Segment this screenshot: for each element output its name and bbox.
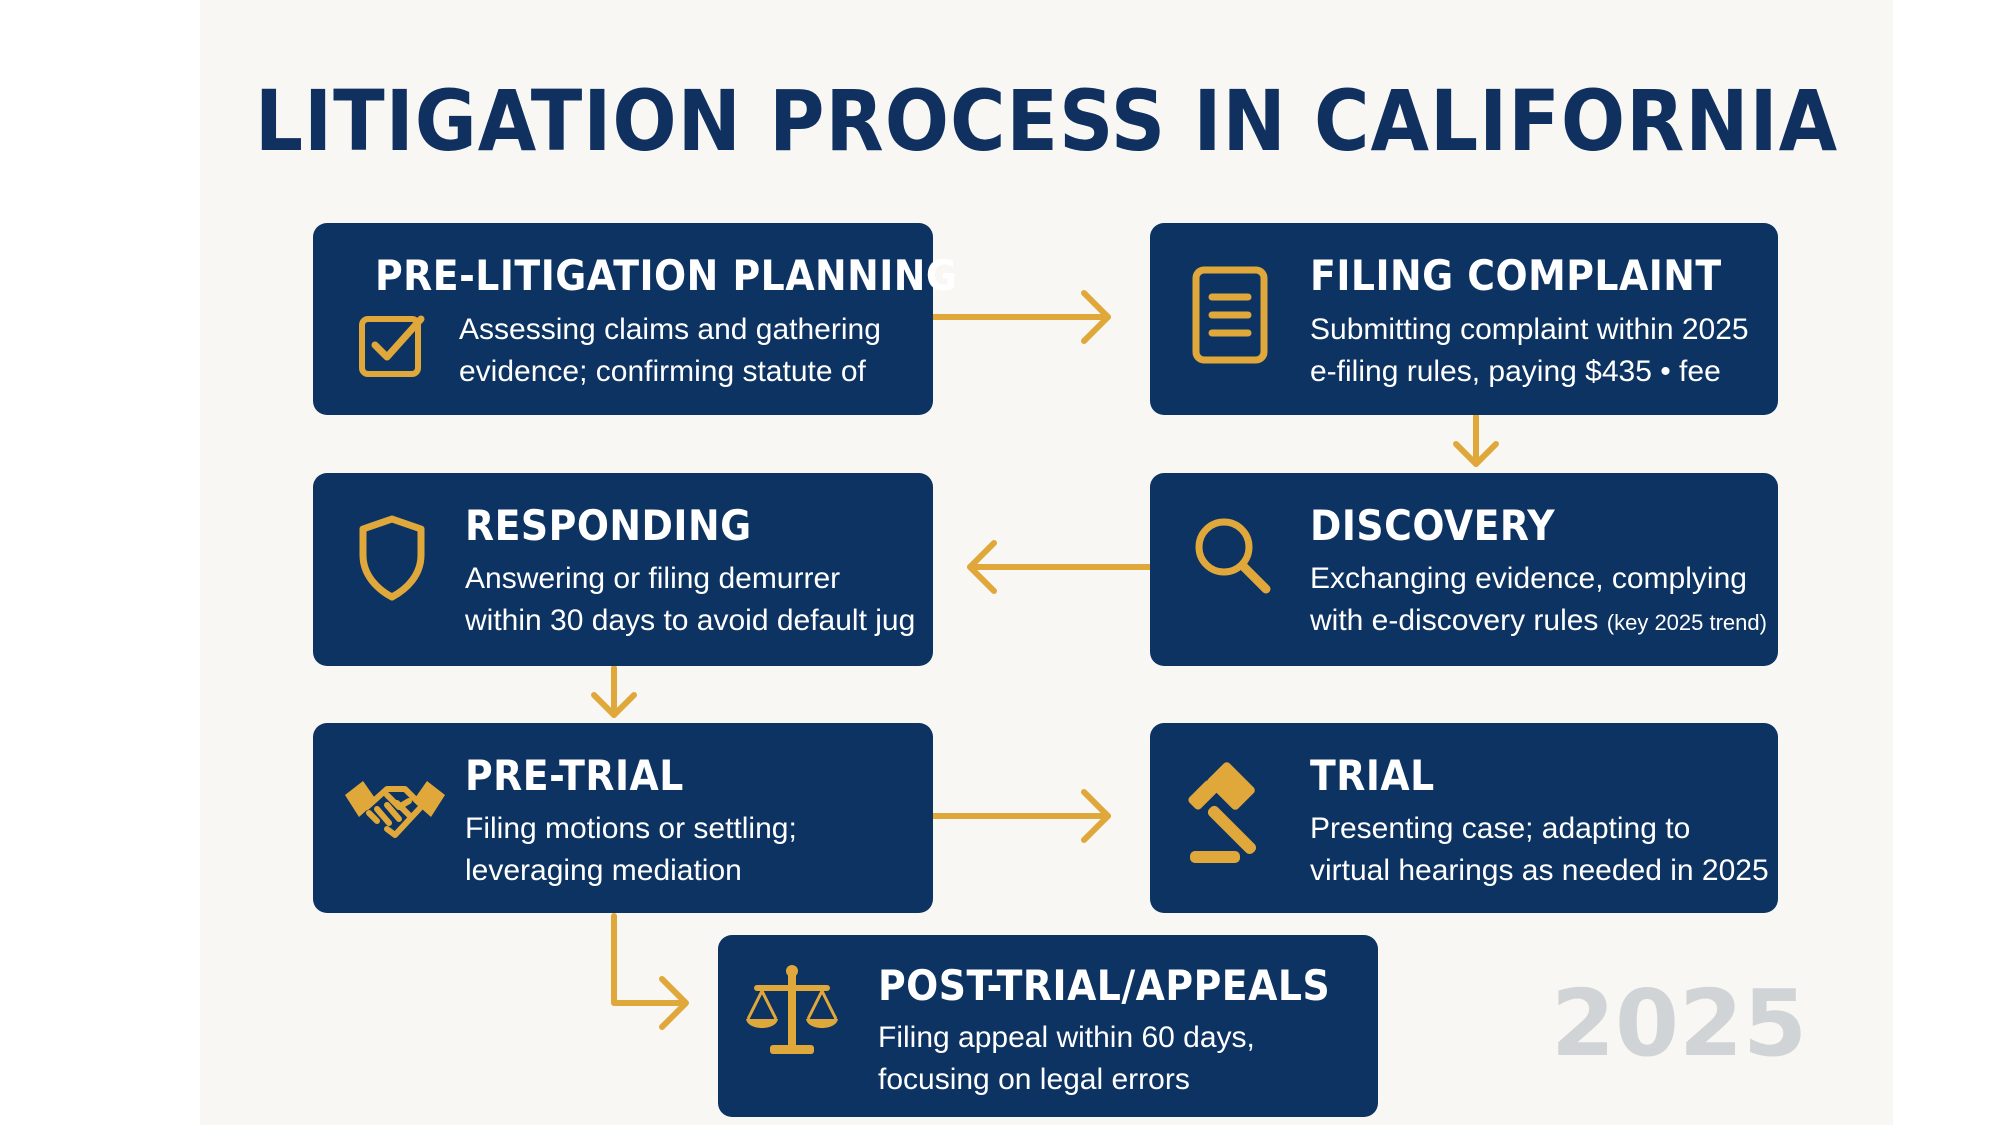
year-watermark: 2025 bbox=[1550, 970, 1807, 1077]
step-heading: PRE-LITIGATION PLANNING bbox=[375, 251, 958, 300]
step-description: Filing motions or settling; leveraging m… bbox=[465, 808, 797, 892]
step-trial: TRIAL Presenting case; adapting to virtu… bbox=[1150, 723, 1778, 913]
arrow-pretrial-to-posttrial bbox=[611, 913, 689, 1030]
step-description-line: Answering or filing demurrer bbox=[465, 562, 841, 595]
step-description-line: Exchanging evidence, complying bbox=[1310, 562, 1747, 595]
step-description-line: Assessing claims and gathering bbox=[459, 313, 881, 346]
handshake-icon bbox=[345, 781, 445, 838]
arrow-discovery-to-responding bbox=[967, 540, 1153, 594]
magnifier-icon bbox=[1195, 518, 1271, 594]
flow-arrows bbox=[591, 290, 1499, 1030]
step-description: Answering or filing demurrer within 30 d… bbox=[465, 558, 915, 642]
step-heading: RESPONDING bbox=[465, 501, 752, 550]
step-responding: RESPONDING Answering or filing demurrer … bbox=[313, 473, 933, 666]
step-description-line: virtual hearings as needed in 2025 bbox=[1310, 854, 1769, 887]
trend-note: (key 2025 trend) bbox=[1606, 610, 1767, 635]
step-description-text: with e-discovery rules bbox=[1310, 604, 1607, 637]
step-description-line: evidence; confirming statute of bbox=[459, 355, 866, 388]
step-pre-litigation: PRE-LITIGATION PLANNING Assessing claims… bbox=[313, 223, 957, 415]
shield-icon bbox=[359, 515, 425, 601]
step-description: Exchanging evidence, complying with e-di… bbox=[1310, 558, 1767, 644]
step-description: Assessing claims and gathering evidence;… bbox=[459, 309, 881, 393]
arrow-pretrial-to-trial bbox=[927, 789, 1111, 843]
gavel-icon bbox=[1188, 762, 1257, 863]
step-description-line: focusing on legal errors bbox=[878, 1063, 1190, 1096]
arrow-responding-to-pretrial bbox=[591, 665, 637, 718]
step-description-line: with e-discovery rules (key 2025 trend) bbox=[1310, 600, 1767, 644]
step-heading: POST-TRIAL/APPEALS bbox=[878, 961, 1331, 1010]
checkbox-icon bbox=[359, 315, 425, 377]
step-description: Presenting case; adapting to virtual hea… bbox=[1310, 808, 1769, 892]
step-post-trial-appeals: POST-TRIAL/APPEALS Filing appeal within … bbox=[718, 935, 1378, 1117]
step-description-line: leveraging mediation bbox=[465, 854, 742, 887]
arrow-prelitigation-to-filing bbox=[927, 290, 1111, 344]
step-description-line: e-filing rules, paying $435 • fee bbox=[1310, 355, 1721, 388]
step-filing-complaint: FILING COMPLAINT Submitting complaint wi… bbox=[1150, 223, 1778, 415]
step-description-line: Submitting complaint within 2025 bbox=[1310, 313, 1749, 346]
step-description: Submitting complaint within 2025 e-filin… bbox=[1310, 309, 1749, 393]
step-heading: TRIAL bbox=[1310, 751, 1435, 800]
document-icon bbox=[1192, 266, 1268, 364]
step-description-line: Presenting case; adapting to bbox=[1310, 812, 1691, 845]
step-heading: FILING COMPLAINT bbox=[1310, 251, 1722, 300]
step-discovery: DISCOVERY Exchanging evidence, complying… bbox=[1150, 473, 1778, 666]
step-description-line: within 30 days to avoid default jug bbox=[465, 604, 916, 637]
scales-icon bbox=[746, 965, 838, 1054]
infographic-canvas: LITIGATION PROCESS IN CALIFORNIA bbox=[200, 0, 1893, 1125]
step-description: Filing appeal within 60 days, focusing o… bbox=[878, 1017, 1255, 1101]
step-heading: DISCOVERY bbox=[1310, 501, 1556, 550]
step-pre-trial: PRE-TRIAL Filing motions or settling; le… bbox=[313, 723, 933, 913]
step-description-line: Filing appeal within 60 days, bbox=[878, 1021, 1255, 1054]
arrow-filing-to-discovery bbox=[1453, 413, 1499, 467]
step-description-line: Filing motions or settling; bbox=[465, 812, 797, 845]
page-title: LITIGATION PROCESS IN CALIFORNIA bbox=[254, 72, 1839, 170]
step-heading: PRE-TRIAL bbox=[465, 751, 684, 800]
